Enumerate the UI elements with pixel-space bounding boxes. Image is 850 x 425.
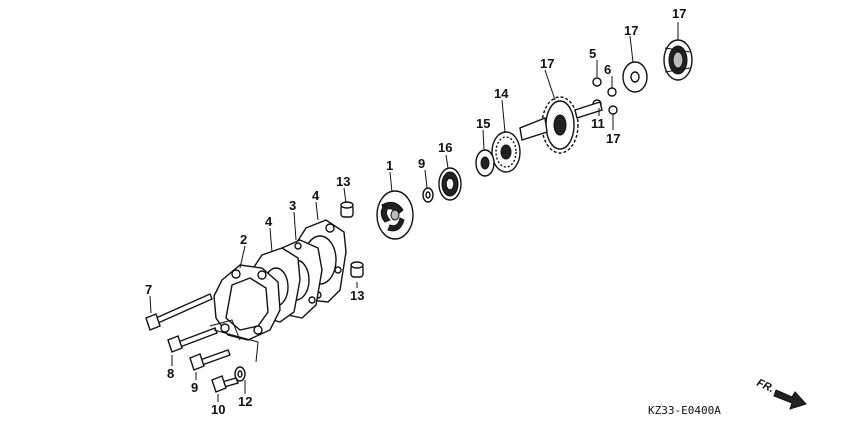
part-9-bolt-upper bbox=[167, 327, 218, 353]
callout-17-b: 6 bbox=[604, 62, 611, 77]
part-7-seal bbox=[663, 39, 693, 81]
part-14-bearing bbox=[491, 131, 521, 173]
callout-14: 14 bbox=[494, 86, 509, 101]
callout-17-d: 17 bbox=[606, 131, 620, 146]
callout-17-a: 5 bbox=[589, 46, 596, 61]
part-12-washer bbox=[234, 366, 246, 382]
part-1-impeller bbox=[376, 190, 414, 240]
leader-lines bbox=[149, 22, 679, 402]
callout-8: 7 bbox=[145, 282, 152, 297]
callout-17-c: 11 bbox=[591, 116, 605, 131]
callout-1: 1 bbox=[386, 158, 393, 173]
callout-13-lower: 13 bbox=[350, 288, 364, 303]
callout-15: 15 bbox=[476, 116, 490, 131]
part-2-pump-cover bbox=[213, 264, 281, 341]
callout-13-upper: 13 bbox=[336, 174, 350, 189]
callout-10: 10 bbox=[211, 402, 225, 417]
part-5-gear-shaft bbox=[519, 96, 603, 154]
callout-4-rear: 4 bbox=[312, 188, 320, 203]
part-15-bearing bbox=[475, 149, 495, 177]
callout-2: 2 bbox=[240, 232, 247, 247]
part-8-long-bolt bbox=[145, 293, 213, 331]
part-10-short-bolt bbox=[211, 375, 239, 393]
callout-16: 16 bbox=[438, 140, 452, 155]
callout-12: 12 bbox=[238, 394, 252, 409]
part-6-washer bbox=[622, 61, 648, 93]
callout-4-front: 4 bbox=[265, 214, 273, 229]
part-11-washer bbox=[422, 187, 434, 203]
part-16-seal bbox=[438, 167, 462, 201]
part-13-dowel-lower bbox=[350, 261, 364, 278]
front-label: FR. bbox=[755, 377, 776, 395]
drawing-code: KZ33-E0400A bbox=[648, 404, 721, 417]
callout-9-upper: 8 bbox=[167, 366, 174, 381]
callout-6: 17 bbox=[624, 23, 638, 38]
part-13-dowel-upper bbox=[340, 201, 354, 218]
callout-7: 17 bbox=[672, 6, 686, 21]
front-arrow-icon bbox=[773, 389, 807, 410]
callout-labels: 17 17 17 14 15 16 9 1 13 13 4 3 4 2 7 8 … bbox=[145, 6, 686, 417]
callout-5: 17 bbox=[540, 56, 554, 71]
callout-11: 9 bbox=[418, 156, 425, 171]
front-direction-indicator: FR. bbox=[755, 377, 807, 410]
callout-3: 3 bbox=[289, 198, 296, 213]
callout-9-lower: 9 bbox=[191, 380, 198, 395]
part-9-bolt-lower bbox=[189, 349, 231, 371]
